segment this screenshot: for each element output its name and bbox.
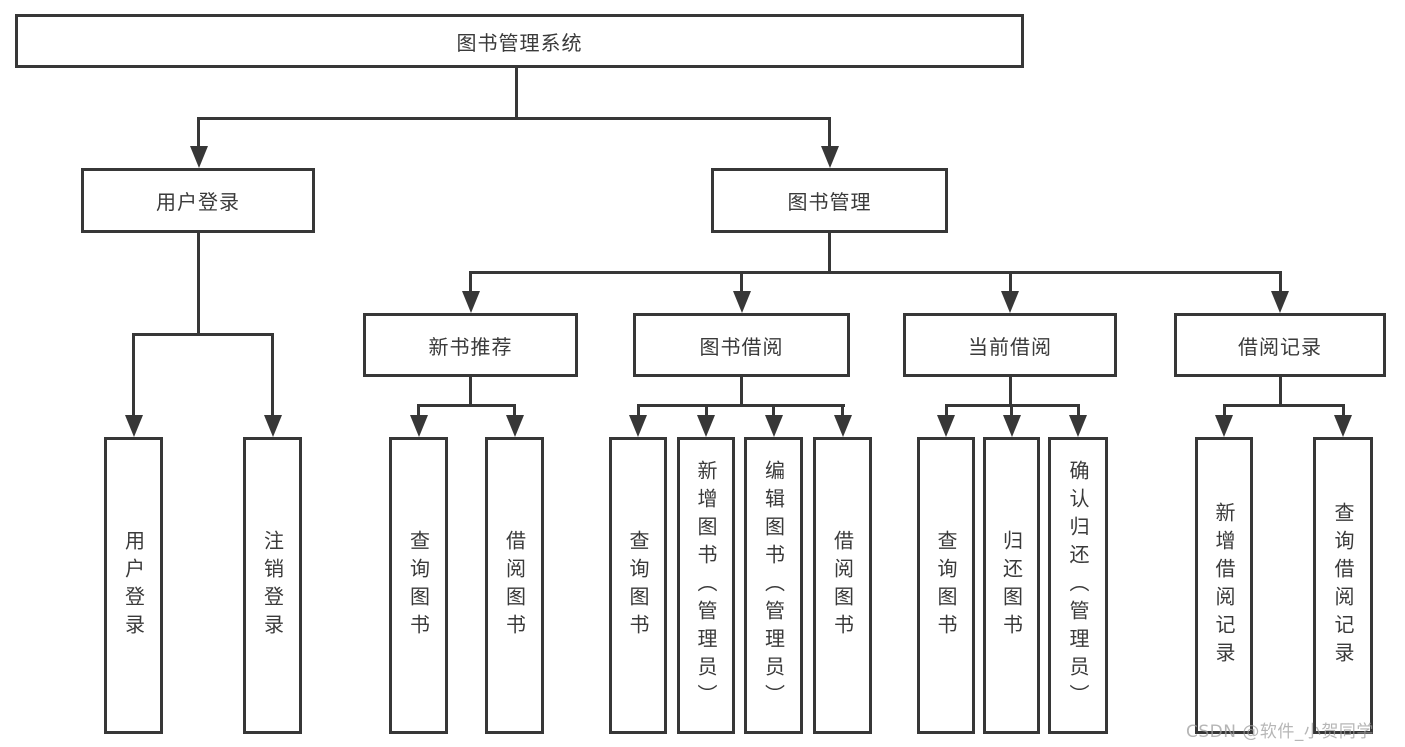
node-book-management-label: 图书管理: [787, 190, 872, 214]
connector-line: [132, 333, 274, 336]
node-new-book-recommend-label: 新书推荐: [428, 334, 513, 359]
connector-line: [828, 117, 831, 151]
leaf-borrow-books-recommend-label: 借阅图书: [502, 529, 527, 642]
node-current-borrow-label: 当前借阅: [968, 334, 1052, 359]
leaf-borrow-books-recommend: 借阅图书: [485, 437, 544, 734]
connector-line: [636, 404, 640, 419]
node-new-book-recommend: 新书推荐: [363, 313, 578, 377]
leaf-query-books-borrow: 查询图书: [609, 437, 667, 734]
connector-line: [513, 404, 516, 419]
connector-line: [1008, 271, 1012, 297]
node-root: 图书管理系统: [15, 14, 1024, 68]
connector-line: [772, 404, 775, 419]
arrow-down-icon: [764, 415, 783, 437]
connector-line: [1222, 404, 1226, 419]
connector-line: [636, 404, 845, 407]
leaf-query-books-current: 查询图书: [917, 437, 975, 734]
leaf-query-borrow-record: 查询借阅记录: [1313, 437, 1373, 734]
connector-line: [197, 117, 831, 120]
node-book-management: 图书管理: [711, 168, 948, 233]
connector-line: [417, 404, 420, 419]
leaf-return-books: 归还图书: [983, 437, 1040, 734]
leaf-edit-books-admin-label: 编辑图书（管理员）: [761, 459, 786, 712]
arrow-down-icon: [1001, 291, 1019, 313]
node-current-borrow: 当前借阅: [903, 313, 1117, 377]
connector-line: [1278, 375, 1282, 406]
connector-line: [828, 231, 831, 274]
arrow-down-icon: [937, 415, 955, 437]
leaf-borrow-books-borrow: 借阅图书: [813, 437, 872, 734]
connector-line: [197, 231, 200, 336]
connector-line: [271, 333, 274, 419]
leaf-query-books-recommend-label: 查询图书: [406, 529, 431, 642]
leaf-query-borrow-record-label: 查询借阅记录: [1331, 501, 1355, 670]
leaf-user-login: 用户登录: [104, 437, 163, 734]
connector-line: [469, 271, 1282, 274]
connector-line: [469, 375, 472, 406]
leaf-add-borrow-record: 新增借阅记录: [1195, 437, 1253, 734]
node-root-label: 图书管理系统: [456, 30, 583, 55]
leaf-confirm-return-admin: 确认归还（管理员）: [1048, 437, 1108, 734]
leaf-query-books-current-label: 查询图书: [934, 529, 958, 642]
connector-line: [1278, 271, 1282, 297]
arrow-down-icon: [732, 291, 751, 313]
connector-line: [944, 404, 948, 419]
connector-line: [1008, 375, 1012, 406]
node-book-borrow: 图书借阅: [633, 313, 850, 377]
leaf-add-borrow-record-label: 新增借阅记录: [1212, 501, 1236, 670]
arrow-down-icon: [629, 415, 647, 437]
arrow-down-icon: [1334, 415, 1352, 437]
arrow-down-icon: [1002, 415, 1021, 437]
leaf-query-books-recommend: 查询图书: [389, 437, 448, 734]
arrow-down-icon: [409, 415, 428, 437]
node-borrow-records: 借阅记录: [1174, 313, 1386, 377]
connector-line: [740, 375, 743, 406]
csdn-watermark: CSDN @软件_小贺同学: [1186, 722, 1374, 742]
leaf-confirm-return-admin-label: 确认归还（管理员）: [1066, 459, 1090, 712]
arrow-down-icon: [461, 291, 480, 313]
node-book-borrow-label: 图书借阅: [699, 334, 784, 359]
connector-line: [515, 66, 518, 119]
arrow-down-icon: [1271, 291, 1289, 313]
leaf-logout-label: 注销登录: [260, 529, 285, 642]
leaf-add-books-admin-label: 新增图书（管理员）: [694, 459, 718, 712]
leaf-logout: 注销登录: [243, 437, 302, 734]
connector-line: [841, 404, 844, 419]
arrow-down-icon: [505, 415, 524, 437]
leaf-edit-books-admin: 编辑图书（管理员）: [744, 437, 803, 734]
arrow-down-icon: [1069, 415, 1087, 437]
connector-line: [417, 404, 516, 407]
connector-line: [469, 271, 472, 297]
arrow-down-icon: [189, 146, 208, 168]
arrow-down-icon: [833, 415, 852, 437]
arrow-down-icon: [697, 415, 715, 437]
connector-line: [197, 117, 200, 151]
arrow-down-icon: [1215, 415, 1233, 437]
connector-line: [704, 404, 708, 419]
leaf-query-books-borrow-label: 查询图书: [626, 529, 650, 642]
connector-line: [132, 333, 135, 419]
leaf-borrow-books-borrow-label: 借阅图书: [830, 529, 855, 642]
connector-line: [1222, 404, 1345, 407]
connector-line: [1341, 404, 1345, 419]
connector-line: [740, 271, 743, 297]
node-user-login: 用户登录: [81, 168, 315, 233]
leaf-user-login-label: 用户登录: [121, 529, 146, 642]
connector-line: [1010, 404, 1013, 419]
leaf-add-books-admin: 新增图书（管理员）: [677, 437, 735, 734]
arrow-down-icon: [124, 415, 143, 437]
node-borrow-records-label: 借阅记录: [1238, 334, 1322, 359]
node-user-login-label: 用户登录: [156, 190, 240, 214]
connector-line: [1076, 404, 1080, 419]
arrow-down-icon: [263, 415, 282, 437]
arrow-down-icon: [820, 146, 839, 168]
leaf-return-books-label: 归还图书: [999, 529, 1024, 642]
